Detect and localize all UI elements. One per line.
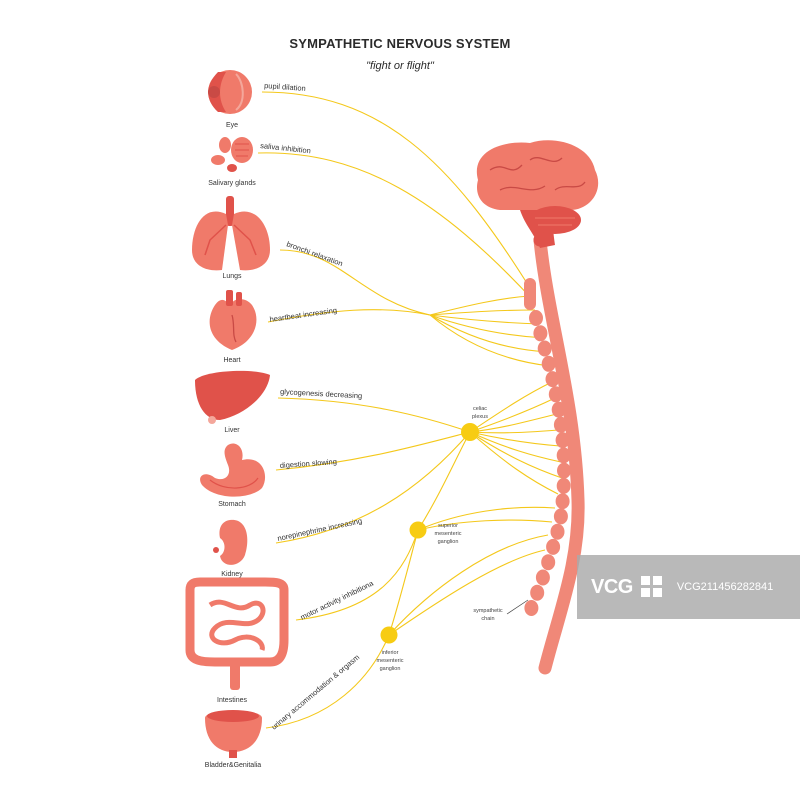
nerve-heart: [267, 309, 431, 323]
chain-ganglion: [548, 386, 563, 403]
nerve-intestines: [295, 529, 419, 621]
ganglia: celiac plexus superior mesenteric gangli…: [377, 406, 529, 672]
effect-label-kidney: norepinephrine increasing: [277, 516, 363, 543]
watermark-logo: VCG: [591, 575, 633, 598]
effect-label-heart: heartbeat increasing: [269, 306, 338, 324]
salivary-glands-icon: [211, 137, 253, 172]
organ-label-intestines: Intestines: [217, 697, 247, 704]
chain-segment: [524, 278, 536, 310]
chain-ganglion: [546, 538, 561, 555]
effect-label-liver: glycogenesis decreasing: [280, 387, 362, 400]
chain-ganglion: [550, 523, 565, 540]
watermark-id: VCG211456282841: [676, 581, 774, 593]
inferior-mesenteric-ganglion-node: [380, 626, 398, 644]
effect-label-stomach: digestion slowing: [280, 457, 338, 470]
organ-label-lungs: Lungs: [222, 273, 242, 280]
inferior-label-2: mesenteric: [377, 658, 404, 664]
heart-icon: [209, 290, 257, 350]
chain-ganglion: [551, 401, 566, 418]
nerve-saliva: [257, 152, 534, 301]
sympathetic-chain: [524, 278, 571, 616]
page-title: SYMPATHETIC NERVOUS SYSTEM: [289, 36, 511, 51]
watermark-banner: VCG VCG211456282841: [577, 555, 800, 619]
celiac-label-1: celiac: [473, 406, 487, 412]
nerve-superior: [417, 431, 471, 531]
nerve-fibers: [257, 91, 563, 729]
liver-icon: [195, 370, 270, 424]
inferior-label-1: inferior: [382, 650, 399, 656]
nerve-eye: [261, 91, 531, 289]
chain-ganglion: [537, 340, 552, 357]
organ-label-stomach: Stomach: [218, 501, 246, 508]
chain-ganglion: [556, 477, 571, 494]
effect-label-lungs: bronchi relaxation: [285, 239, 344, 268]
chain-ganglion: [555, 432, 570, 449]
organ-labels: Eye Salivary glands Lungs Heart Liver St…: [205, 122, 262, 769]
lungs-icon: [192, 196, 270, 271]
chain-label-2: chain: [481, 616, 494, 622]
chain-ganglion: [530, 584, 545, 601]
nerve-lungs: [279, 249, 431, 316]
bladder-icon: [205, 710, 262, 758]
inferior-label-3: ganglion: [380, 666, 401, 672]
chain-ganglion: [553, 416, 568, 433]
page-subtitle: "fight or flight": [366, 60, 434, 72]
nerve-bladder: [265, 634, 390, 729]
chain-ganglion: [553, 508, 568, 525]
chain-ganglion: [541, 355, 556, 372]
chain-ganglion: [556, 447, 571, 464]
nerve-liver: [277, 397, 471, 433]
organ-label-kidney: Kidney: [221, 571, 243, 578]
chain-ganglion: [529, 310, 543, 326]
thoracic-fan: [429, 295, 551, 367]
nerve-kidney: [275, 431, 471, 544]
nerve-stomach: [275, 431, 471, 471]
chain-ganglion: [524, 600, 539, 616]
superior-label-1: superior: [438, 523, 458, 529]
eye-icon: [208, 70, 252, 114]
superior-mesenteric-ganglion-node: [409, 521, 427, 539]
organ-label-liver: Liver: [224, 427, 240, 434]
organ-label-heart: Heart: [223, 357, 240, 364]
superior-label-2: mesenteric: [435, 531, 462, 537]
organ-label-eye: Eye: [226, 122, 238, 129]
intestines-icon: [185, 577, 289, 690]
celiac-plexus-node: [461, 423, 479, 441]
chain-label-1: sympathetic: [473, 608, 503, 614]
celiac-label-2: plexus: [472, 414, 488, 420]
nerve-inferior: [388, 534, 549, 636]
chain-ganglion: [557, 462, 571, 479]
watermark-mark-icon: [640, 576, 663, 598]
chain-ganglion: [555, 493, 570, 510]
effect-label-bladder: urinary accommodation & orgasm: [270, 653, 362, 732]
celiac-fan: [469, 381, 563, 495]
chain-ganglion: [541, 554, 556, 571]
stomach-icon: [200, 443, 266, 497]
organ-label-bladder: Bladder&Genitalia: [205, 762, 262, 769]
effect-labels: pupil dilation saliva inhibition bronchi…: [260, 81, 376, 732]
superior-label-3: ganglion: [438, 539, 459, 545]
chain-ganglion: [533, 325, 548, 342]
effect-label-eye: pupil dilation: [264, 81, 306, 93]
kidney-icon: [213, 519, 248, 565]
organ-label-salivary: Salivary glands: [208, 180, 256, 187]
chain-ganglion: [545, 371, 560, 388]
chain-ganglion: [535, 569, 550, 586]
brain-icon: [476, 140, 599, 234]
